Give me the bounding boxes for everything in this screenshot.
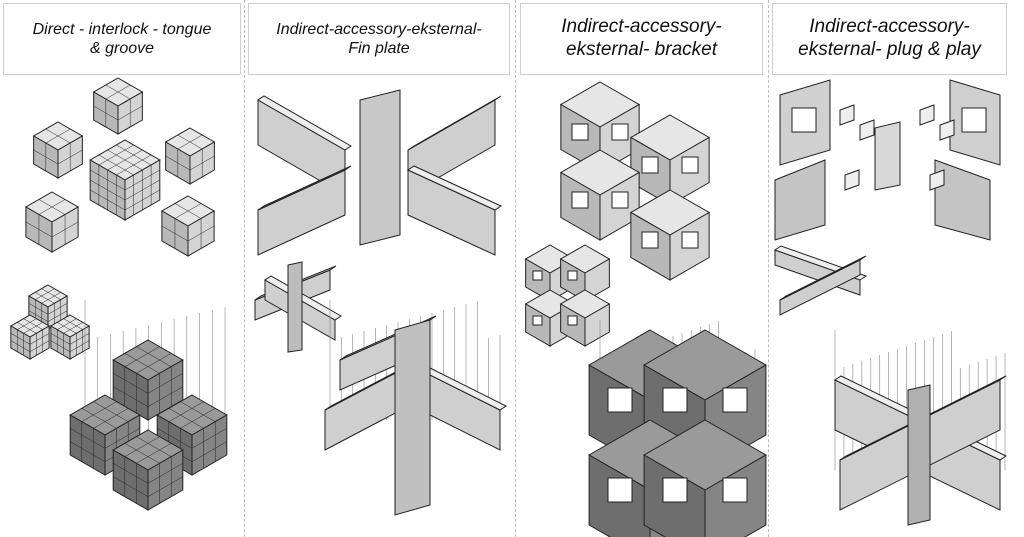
opening bbox=[532, 270, 543, 281]
opening bbox=[641, 156, 659, 174]
plug-bracket bbox=[844, 169, 860, 191]
beam-flange bbox=[257, 165, 352, 211]
opening bbox=[607, 477, 633, 503]
opening bbox=[662, 477, 688, 503]
bracket-module bbox=[559, 149, 641, 241]
cube-right-face bbox=[584, 303, 610, 347]
title-line: Fin plate bbox=[348, 40, 410, 57]
frame-module-lower-right bbox=[934, 159, 991, 241]
opening bbox=[681, 231, 699, 249]
opening bbox=[722, 477, 748, 503]
beam-web bbox=[257, 169, 346, 256]
opening bbox=[611, 123, 629, 141]
panel-title-bracket: Indirect-accessory-eksternal- bracket bbox=[520, 3, 763, 75]
frame-module-lower-left bbox=[774, 159, 826, 241]
column-fin-plate bbox=[359, 89, 401, 246]
beam-flange bbox=[407, 95, 502, 151]
panel-title-plug-play: Indirect-accessory-eksternal- plug & pla… bbox=[772, 3, 1007, 75]
opening bbox=[607, 387, 633, 413]
assembled-core-top bbox=[112, 339, 184, 421]
beam-flange bbox=[779, 255, 867, 301]
interlock-core bbox=[89, 139, 161, 221]
cube-lower-right bbox=[160, 195, 216, 257]
assembled-core-column bbox=[907, 384, 931, 526]
small-module bbox=[559, 244, 611, 302]
plug-bracket bbox=[939, 119, 955, 141]
assembled-bottom bbox=[112, 429, 184, 511]
title-line: Direct - interlock - tongue bbox=[32, 20, 212, 38]
cube-upper-right bbox=[164, 127, 216, 185]
title-line: eksternal- plug & play bbox=[798, 39, 981, 60]
plug-bracket bbox=[929, 169, 945, 191]
assembled-column bbox=[394, 319, 431, 516]
plug-bracket bbox=[839, 104, 855, 126]
title-line: Indirect-accessory-eksternal- bbox=[276, 20, 482, 38]
opening bbox=[961, 107, 987, 133]
divider-1 bbox=[244, 0, 245, 537]
small-assembly-column bbox=[287, 261, 303, 353]
opening bbox=[681, 156, 699, 174]
opening bbox=[722, 387, 748, 413]
beam-lower-left bbox=[257, 165, 352, 256]
bracket-module bbox=[629, 189, 711, 281]
beam-lower-right bbox=[406, 165, 503, 256]
title-line: Indirect-accessory- bbox=[809, 16, 970, 38]
assembled-small-right bbox=[49, 314, 91, 360]
opening bbox=[611, 191, 629, 209]
opening bbox=[567, 315, 578, 326]
divider-3 bbox=[768, 0, 769, 537]
beam-flange bbox=[264, 275, 342, 321]
opening bbox=[641, 231, 659, 249]
panel-title-tongue-groove: Direct - interlock - tongue & groove bbox=[3, 3, 241, 75]
title-line: & groove bbox=[89, 40, 155, 57]
title-line: Indirect-accessory- bbox=[561, 16, 722, 38]
connector-column bbox=[874, 121, 901, 191]
opening bbox=[571, 123, 589, 141]
beam-flange bbox=[257, 95, 352, 151]
divider-2 bbox=[515, 0, 516, 537]
title-line: eksternal- bracket bbox=[565, 39, 717, 60]
plug-bracket bbox=[919, 104, 935, 126]
small-assembly-beam-2 bbox=[779, 255, 867, 316]
small-module bbox=[559, 289, 611, 347]
opening bbox=[532, 315, 543, 326]
cube-top bbox=[92, 77, 144, 135]
beam-flange bbox=[406, 165, 503, 211]
opening bbox=[567, 270, 578, 281]
opening bbox=[662, 387, 688, 413]
assembled-module bbox=[643, 329, 767, 471]
opening bbox=[571, 191, 589, 209]
assembled-module bbox=[643, 419, 767, 537]
plug-bracket bbox=[859, 119, 875, 141]
assembled-small-left bbox=[9, 314, 51, 360]
cube-upper-left bbox=[32, 121, 84, 179]
panel-title-fin-plate: Indirect-accessory-eksternal- Fin plate bbox=[248, 3, 510, 75]
cube-lower-left bbox=[24, 191, 80, 253]
opening bbox=[791, 107, 817, 133]
